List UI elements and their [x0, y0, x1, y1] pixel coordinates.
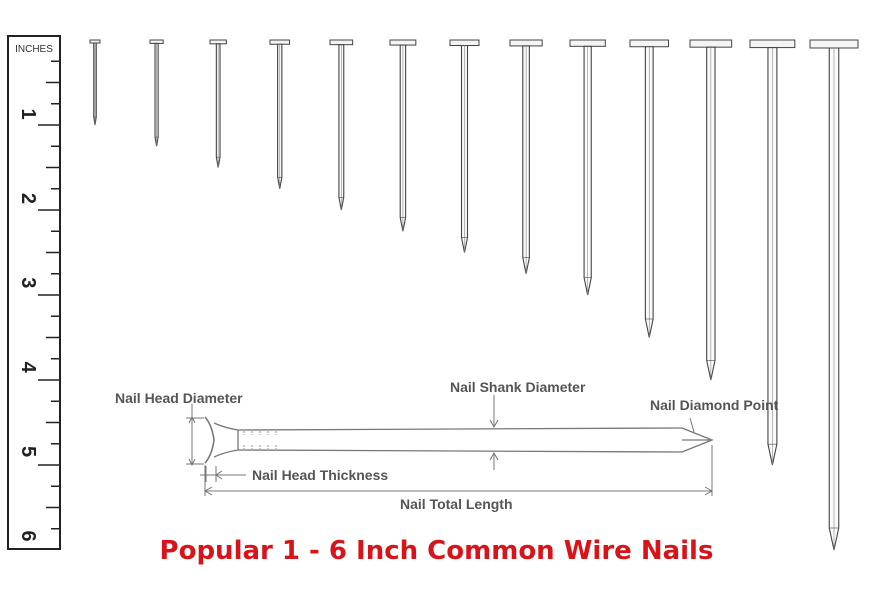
- ruler-number: 2: [17, 193, 39, 204]
- nail: [509, 39, 543, 274]
- nail-set: [89, 39, 859, 551]
- diagram-diamond-point: [681, 427, 714, 453]
- nail: [209, 39, 227, 168]
- label-diamond-point: Nail Diamond Point: [650, 397, 779, 413]
- ruler-numbers: 1 2 3 4 5 6: [17, 108, 39, 541]
- nail: [689, 39, 733, 381]
- diagram-shank-top: [237, 427, 683, 431]
- nail: [809, 39, 859, 551]
- label-total-length: Nail Total Length: [400, 496, 513, 512]
- nail: [569, 39, 606, 296]
- nail: [449, 39, 480, 253]
- diagram-nail-neck: [213, 422, 239, 458]
- nail: [149, 39, 164, 147]
- ruler-number: 5: [17, 446, 39, 457]
- nail: [269, 39, 290, 189]
- caption-title: Popular 1 - 6 Inch Common Wire Nails: [159, 536, 714, 566]
- label-shank-diameter: Nail Shank Diameter: [450, 379, 586, 395]
- nail: [629, 39, 669, 338]
- ruler-body: [7, 35, 61, 550]
- ruler-ticks: [38, 60, 60, 530]
- ruler-unit-label: INCHES: [15, 44, 53, 55]
- ruler-number: 4: [17, 362, 39, 374]
- diamond-point-leader: [689, 417, 695, 433]
- nail-anatomy-diagram: [186, 395, 714, 496]
- nail: [749, 39, 796, 466]
- nail: [89, 39, 101, 126]
- nail: [329, 39, 354, 211]
- label-head-diameter: Nail Head Diameter: [115, 390, 243, 406]
- diagram-grip-marks: [243, 431, 277, 449]
- ruler: INCHES 1 2 3 4 5 6: [7, 35, 61, 550]
- diagram-shank-bottom: [237, 449, 683, 453]
- ruler-number: 6: [17, 530, 39, 541]
- nail: [389, 39, 417, 232]
- diagram-nail-head: [204, 416, 215, 464]
- ruler-number: 1: [17, 108, 39, 119]
- label-head-thickness: Nail Head Thickness: [252, 467, 388, 483]
- ruler-number: 3: [17, 277, 39, 288]
